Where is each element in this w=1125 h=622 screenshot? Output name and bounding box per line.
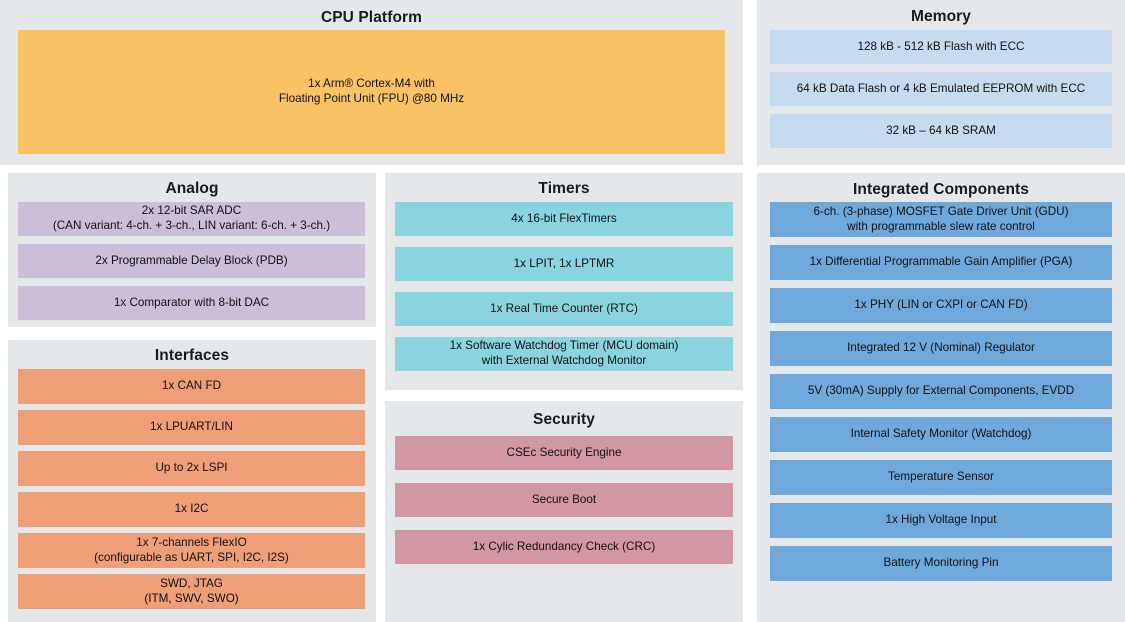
block: 1x I2C [18, 492, 365, 527]
block-label: 1x Cylic Redundancy Check (CRC) [472, 539, 656, 553]
block-label: 64 kB Data Flash or 4 kB Emulated EEPROM… [796, 81, 1086, 95]
block-label: Up to 2x LSPI [155, 461, 228, 475]
block-list-interfaces: 1x CAN FD 1x LPUART/LIN Up to 2x LSPI 1x I2… [18, 369, 365, 609]
block-label: with External Watchdog Monitor [481, 354, 647, 367]
block: 1x CAN FD [18, 369, 365, 404]
block-label: 1x High Voltage Input [885, 513, 997, 527]
block-label: 128 kB - 512 kB Flash with ECC [857, 39, 1025, 53]
block-label: with programmable slew rate control [847, 219, 1035, 233]
panel-integrated-components: Integrated Components 6-ch. (3-phase) MO… [757, 173, 1125, 622]
block: Integrated 12 V (Nominal) Regulator [770, 331, 1112, 366]
block-label: 1x CAN FD [161, 379, 222, 393]
block: 32 kB – 64 kB SRAM [770, 114, 1112, 148]
panel-timers: Timers 4x 16-bit FlexTimers 1x LPIT, 1x L… [385, 173, 743, 390]
block-label: Floating Point Unit (FPU) @80 MHz [278, 92, 465, 105]
block-label: (configurable as UART, SPI, I2C, I2S) [94, 550, 289, 564]
block: 1x Differential Programmable Gain Amplif… [770, 245, 1112, 280]
panel-interfaces: Interfaces 1x CAN FD 1x LPUART/LIN Up to 2… [8, 340, 376, 622]
block: 1x Cylic Redundancy Check (CRC) [395, 530, 733, 564]
panel-analog: Analog 2x 12-bit SAR ADC(CAN variant: 4-… [8, 173, 376, 327]
block: 2x Programmable Delay Block (PDB) [18, 244, 365, 278]
block-list-timers: 4x 16-bit FlexTimers 1x LPIT, 1x LPTMR 1x … [395, 202, 733, 371]
block: 128 kB - 512 kB Flash with ECC [770, 30, 1112, 64]
block-label: 1x I2C [174, 502, 209, 516]
block-label: 1x Software Watchdog Timer (MCU domain) [449, 339, 679, 353]
block-label: 5V (30mA) Supply for External Components… [807, 384, 1075, 398]
panel-title-integrated-components: Integrated Components [852, 181, 1030, 198]
block-label: 2x Programmable Delay Block (PDB) [95, 253, 288, 267]
block-label: 1x PHY (LIN or CXPI or CAN FD) [854, 298, 1028, 312]
block-label: 1x Arm® Cortex-M4 with [308, 77, 435, 91]
block-label: Battery Monitoring Pin [883, 556, 999, 570]
block: Internal Safety Monitor (Watchdog) [770, 417, 1112, 452]
panel-title-interfaces: Interfaces [154, 347, 230, 364]
block-label: 4x 16-bit FlexTimers [511, 211, 617, 225]
block-list-analog: 2x 12-bit SAR ADC(CAN variant: 4-ch. + 3… [18, 202, 365, 320]
block: Up to 2x LSPI [18, 451, 365, 486]
block-label: 32 kB – 64 kB SRAM [886, 123, 996, 137]
block: 2x 12-bit SAR ADC(CAN variant: 4-ch. + 3… [18, 202, 365, 236]
block: 1x Comparator with 8-bit DAC [18, 286, 365, 320]
block-label: 1x 7-channels FlexIO [136, 535, 247, 549]
panel-title-timers: Timers [538, 180, 590, 197]
panel-title-analog: Analog [165, 180, 219, 197]
block: 1x Real Time Counter (RTC) [395, 292, 733, 326]
block-label: Internal Safety Monitor (Watchdog) [850, 427, 1032, 441]
block-label: (CAN variant: 4-ch. + 3-ch., LIN variant… [52, 219, 331, 232]
block: 6-ch. (3-phase) MOSFET Gate Driver Unit … [770, 202, 1112, 237]
block-label: Secure Boot [531, 492, 597, 506]
block-label: Temperature Sensor [888, 470, 994, 484]
block-label: 1x LPUART/LIN [150, 420, 233, 434]
block: Secure Boot [395, 483, 733, 517]
block: 1x LPIT, 1x LPTMR [395, 247, 733, 281]
block-label: 1x Differential Programmable Gain Amplif… [809, 255, 1073, 269]
block: 1x High Voltage Input [770, 503, 1112, 538]
block: 64 kB Data Flash or 4 kB Emulated EEPROM… [770, 72, 1112, 106]
panel-title-security: Security [533, 411, 595, 428]
block-label: 6-ch. (3-phase) MOSFET Gate Driver Unit … [813, 204, 1069, 218]
panel-title-memory: Memory [910, 8, 972, 25]
block-label: Integrated 12 V (Nominal) Regulator [847, 341, 1035, 355]
block-list-memory: 128 kB - 512 kB Flash with ECC 64 kB Data… [770, 30, 1112, 148]
block-list-integrated-components: 6-ch. (3-phase) MOSFET Gate Driver Unit … [770, 202, 1112, 581]
block: 1x Software Watchdog Timer (MCU domain)w… [395, 337, 733, 371]
block: 1x 7-channels FlexIO(configurable as UAR… [18, 533, 365, 568]
block: 4x 16-bit FlexTimers [395, 202, 733, 236]
panel-memory: Memory 128 kB - 512 kB Flash with ECC 64 … [757, 0, 1125, 165]
block-label: CSEc Security Engine [506, 445, 622, 459]
block: Battery Monitoring Pin [770, 546, 1112, 581]
block-label: 2x 12-bit SAR ADC [141, 204, 242, 218]
block-label: 1x Comparator with 8-bit DAC [113, 295, 270, 309]
block: SWD, JTAG(ITM, SWV, SWO) [18, 574, 365, 609]
block: 1x LPUART/LIN [18, 410, 365, 445]
block: Temperature Sensor [770, 460, 1112, 495]
block: 1x PHY (LIN or CXPI or CAN FD) [770, 288, 1112, 323]
block-label: (ITM, SWV, SWO) [144, 591, 239, 605]
block-label: SWD, JTAG [160, 576, 223, 590]
block: 5V (30mA) Supply for External Components… [770, 374, 1112, 409]
block-label: 1x LPIT, 1x LPTMR [513, 256, 615, 270]
panel-title-cpu-platform: CPU Platform [320, 9, 423, 26]
block: CSEc Security Engine [395, 436, 733, 470]
block-label: 1x Real Time Counter (RTC) [490, 301, 638, 315]
